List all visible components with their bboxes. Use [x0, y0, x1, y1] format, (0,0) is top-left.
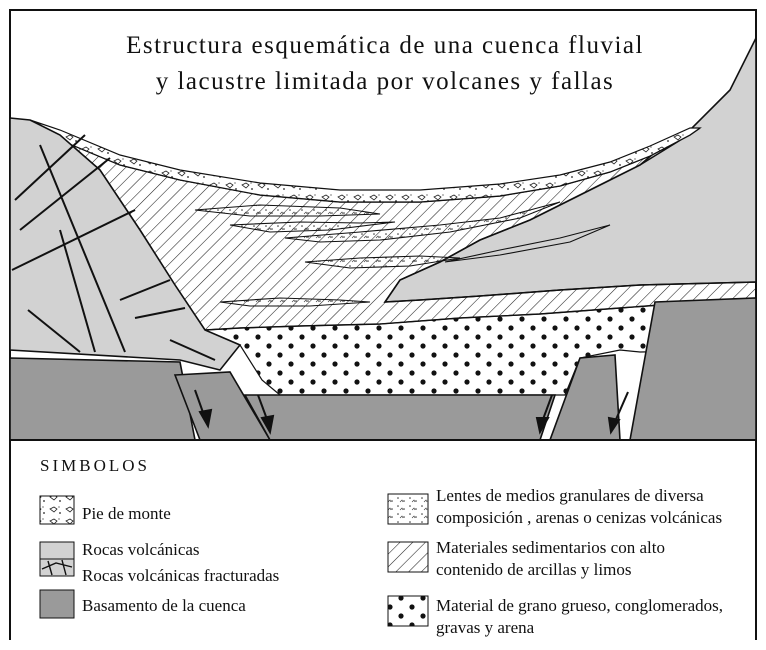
legend-label-grueso-line2: gravas y arena [436, 618, 535, 637]
legend-swatch-material-grueso [387, 595, 429, 627]
legend-label-basamento: Basamento de la cuenca [82, 596, 246, 615]
lens-5 [304, 255, 461, 269]
legend-swatch-rocas-volcanicas [39, 541, 75, 577]
left-volcano [9, 117, 242, 371]
title-line-1: Estructura esquemática de una cuenca flu… [126, 32, 644, 59]
legend-swatch-lentes-granulares [387, 493, 429, 525]
lens-1 [194, 204, 381, 217]
legend-swatch-materiales-sedimentarios [387, 541, 429, 573]
legend-heading: SIMBOLOS [40, 456, 150, 475]
pie-de-monte-band [29, 119, 702, 203]
legend-label-lentes-line1: Lentes de medios granulares de diversa [436, 486, 704, 505]
basement-left-block [9, 357, 196, 441]
legend-swatch-pie-de-monte [39, 495, 75, 525]
legend-label-sedimentarios-line2: contenido de arcillas y limos [436, 560, 632, 579]
fault-arrows [194, 389, 629, 435]
legend-label-lentes-line2: composición , arenas o cenizas volcánica… [436, 508, 723, 527]
basement-center-block [243, 394, 557, 441]
diagram-title: Estructura esquemática de una cuenca flu… [12, 28, 758, 100]
legend-label-pie-de-monte: Pie de monte [82, 504, 171, 523]
lens-4 [444, 224, 611, 263]
title-line-2: y lacustre limitada por volcanes y falla… [155, 68, 615, 95]
legend-label-grueso-line1: Material de grano grueso, conglomerados, [436, 596, 724, 615]
lens-2 [229, 221, 396, 233]
legend-label-rocas-volcanicas-fracturadas: Rocas volcánicas fracturadas [82, 566, 280, 585]
legend-label-rocas-volcanicas: Rocas volcánicas [82, 540, 200, 559]
lens-3 [284, 201, 561, 243]
fracture-lines [11, 134, 216, 361]
legend-label-sedimentarios-line1: Materiales sedimentarios con alto [436, 538, 665, 557]
lens-6 [219, 297, 371, 307]
legend-swatch-basamento [39, 589, 75, 619]
